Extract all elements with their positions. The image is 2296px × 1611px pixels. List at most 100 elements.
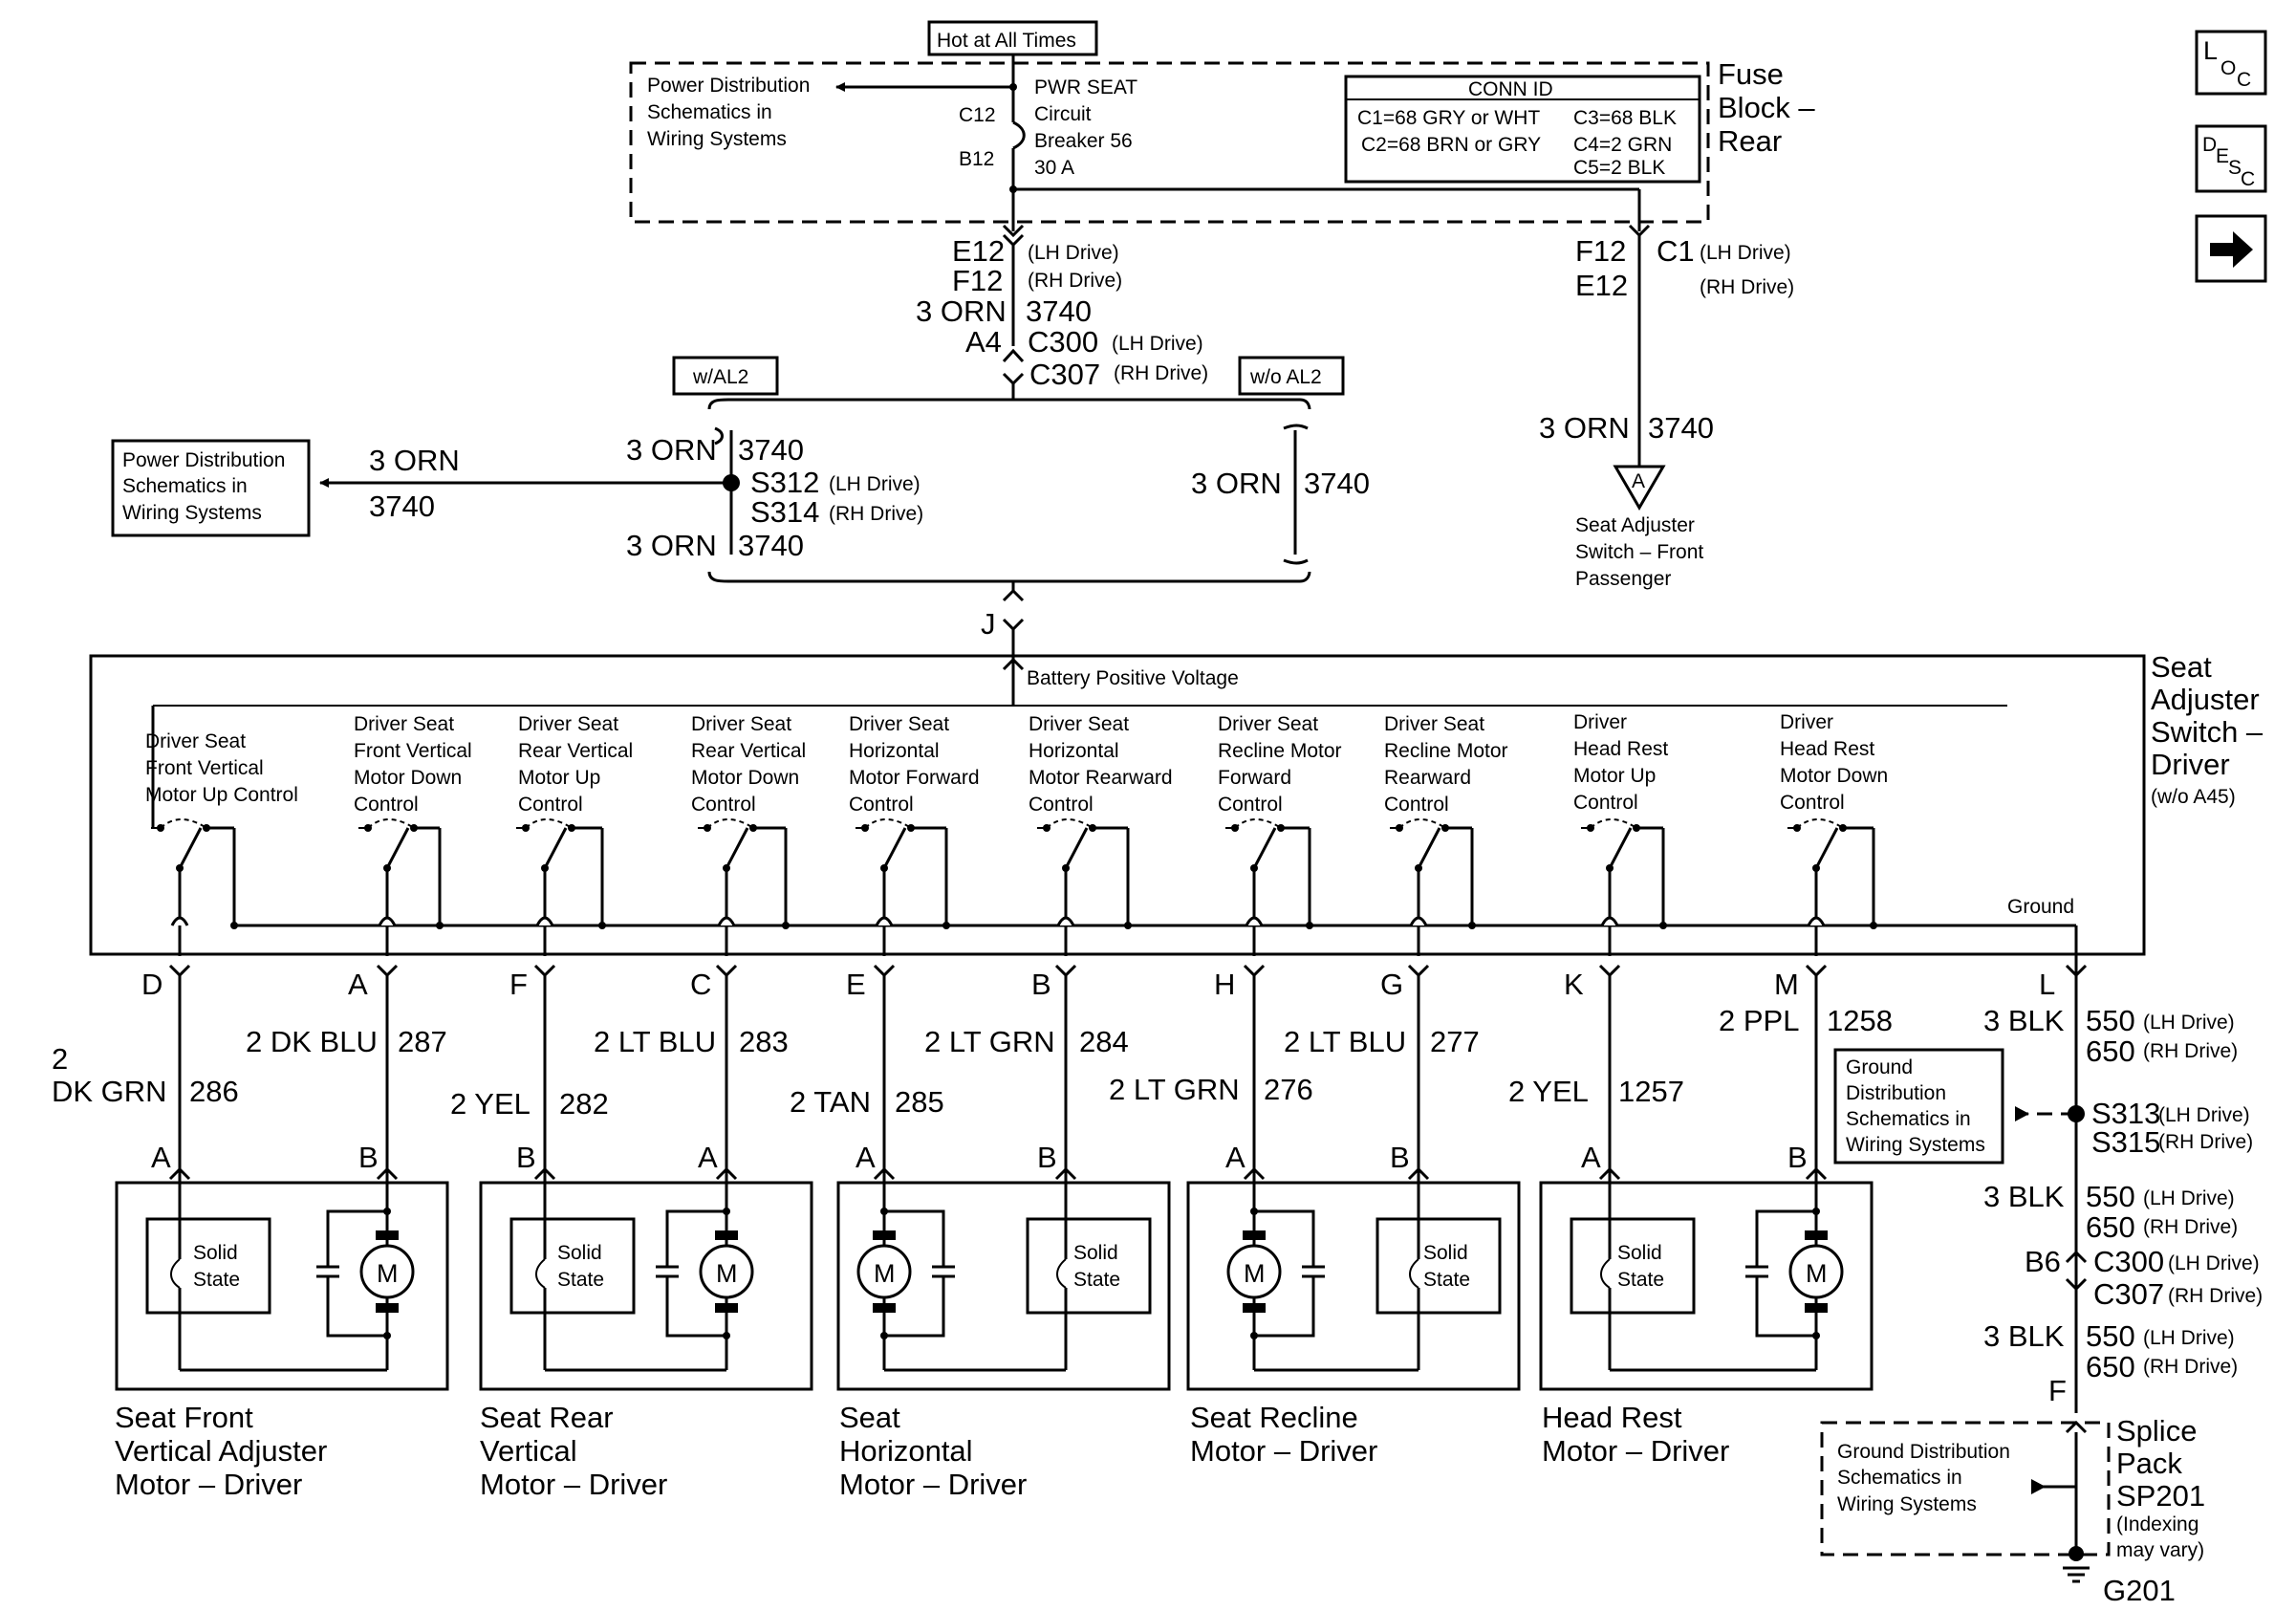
svg-text:(LH Drive): (LH Drive) xyxy=(2168,1252,2260,1274)
svg-text:State: State xyxy=(1617,1269,1664,1291)
svg-text:3 BLK: 3 BLK xyxy=(1983,1180,2065,1213)
svg-text:Driver Seat: Driver Seat xyxy=(518,713,618,735)
svg-text:3740: 3740 xyxy=(1648,411,1714,445)
svg-text:A: A xyxy=(1581,1141,1601,1174)
svg-text:SP201: SP201 xyxy=(2116,1479,2205,1513)
svg-text:Front Vertical: Front Vertical xyxy=(354,740,472,762)
solid-state-module xyxy=(509,1217,636,1315)
ground-distribution-ref-1[interactable]: Ground Distribution Schematics in Wiring… xyxy=(1833,1048,2004,1165)
svg-text:Breaker 56: Breaker 56 xyxy=(1034,130,1133,152)
svg-text:State: State xyxy=(193,1269,240,1291)
svg-text:550: 550 xyxy=(2086,1180,2135,1213)
right-arrow-icon[interactable] xyxy=(2195,214,2267,283)
conn-id-table: CONN ID C1=68 GRY or WHT C3=68 BLK C2=68… xyxy=(1344,75,1701,184)
svg-text:Seat Adjuster: Seat Adjuster xyxy=(1575,514,1695,536)
svg-text:D: D xyxy=(2202,134,2217,156)
switch-label-7: Driver Seat Recline Motor Forward Contro… xyxy=(1218,713,1342,816)
svg-text:(LH Drive): (LH Drive) xyxy=(2143,1012,2235,1034)
svg-text:(LH Drive): (LH Drive) xyxy=(1700,242,1791,264)
power-distribution-ref-top[interactable]: Power Distribution Schematics in Wiring … xyxy=(647,75,810,150)
svg-text:1257: 1257 xyxy=(1618,1075,1684,1108)
motor-box-2 xyxy=(479,1181,813,1391)
svg-text:C300: C300 xyxy=(2093,1245,2164,1278)
svg-text:F: F xyxy=(2048,1374,2067,1407)
svg-text:3 BLK: 3 BLK xyxy=(1983,1004,2065,1037)
solid-state-module xyxy=(1026,1217,1152,1315)
svg-text:2: 2 xyxy=(52,1042,68,1076)
feed-connector-labels: E12 (LH Drive) F12 (RH Drive) 3 ORN 3740… xyxy=(916,234,1208,391)
svg-text:3740: 3740 xyxy=(738,529,804,562)
svg-text:C1=68 GRY or WHT: C1=68 GRY or WHT xyxy=(1357,107,1540,129)
svg-text:Schematics in: Schematics in xyxy=(647,101,772,123)
svg-text:Horizontal: Horizontal xyxy=(849,740,940,762)
svg-text:2 PPL: 2 PPL xyxy=(1719,1004,1799,1037)
svg-text:Head Rest: Head Rest xyxy=(1542,1401,1682,1434)
passenger-switch-ref[interactable]: A Seat Adjuster Switch – Front Passenger xyxy=(1575,465,1703,590)
desc-icon[interactable]: D E S C xyxy=(2195,124,2267,193)
motor-name-4: Seat Recline Motor – Driver xyxy=(1190,1401,1377,1468)
svg-text:A: A xyxy=(151,1141,171,1174)
left-wire-color: 3 ORN xyxy=(369,444,460,477)
splice-s313-labels: S313 (LH Drive) S315 (RH Drive) 3 BLK 55… xyxy=(1983,1097,2263,1407)
svg-text:M: M xyxy=(716,1259,738,1288)
svg-text:S313: S313 xyxy=(2091,1097,2160,1130)
svg-text:(RH Drive): (RH Drive) xyxy=(1028,270,1122,292)
svg-text:B: B xyxy=(1037,1141,1057,1174)
svg-text:C: C xyxy=(2241,168,2255,190)
svg-text:Wiring Systems: Wiring Systems xyxy=(1846,1134,1985,1156)
svg-text:650: 650 xyxy=(2086,1034,2135,1068)
svg-text:Splice: Splice xyxy=(2116,1414,2197,1448)
svg-text:Pack: Pack xyxy=(2116,1447,2182,1480)
svg-text:Motor Forward: Motor Forward xyxy=(849,767,980,789)
svg-text:w/o AL2: w/o AL2 xyxy=(1249,366,1322,388)
svg-text:B: B xyxy=(1390,1141,1410,1174)
svg-text:(RH Drive): (RH Drive) xyxy=(1700,276,1794,298)
svg-text:w/AL2: w/AL2 xyxy=(692,366,748,388)
svg-text:(LH Drive): (LH Drive) xyxy=(829,473,921,495)
svg-text:State: State xyxy=(1423,1269,1470,1291)
svg-text:Seat: Seat xyxy=(2151,650,2212,684)
svg-text:Motor Down: Motor Down xyxy=(1780,765,1888,787)
svg-text:Rear Vertical: Rear Vertical xyxy=(691,740,806,762)
splice-s313-dot xyxy=(2068,1105,2085,1122)
svg-text:A: A xyxy=(1632,470,1645,492)
svg-text:O: O xyxy=(2220,57,2236,79)
motor-icon xyxy=(856,1244,912,1299)
motor-box-1 xyxy=(115,1181,449,1391)
svg-text:283: 283 xyxy=(739,1025,789,1058)
svg-text:Power Distribution: Power Distribution xyxy=(647,75,810,97)
svg-text:Forward: Forward xyxy=(1218,767,1291,789)
svg-text:Vertical Adjuster: Vertical Adjuster xyxy=(115,1434,327,1468)
left-wire-circuit: 3740 xyxy=(369,490,435,523)
svg-text:286: 286 xyxy=(189,1075,239,1108)
svg-text:Rearward: Rearward xyxy=(1384,767,1471,789)
svg-text:Seat: Seat xyxy=(839,1401,900,1434)
svg-text:1258: 1258 xyxy=(1827,1004,1893,1037)
svg-text:E: E xyxy=(2216,145,2229,167)
svg-text:2 DK BLU: 2 DK BLU xyxy=(246,1025,378,1058)
svg-text:Control: Control xyxy=(1029,794,1094,816)
svg-text:C12: C12 xyxy=(959,104,996,126)
svg-text:L: L xyxy=(2203,36,2218,65)
ground-wire-labels: 3 BLK 550 (LH Drive) 650 (RH Drive) xyxy=(1983,1004,2238,1068)
svg-text:(RH Drive): (RH Drive) xyxy=(2158,1131,2253,1153)
svg-text:(LH Drive): (LH Drive) xyxy=(1028,242,1119,264)
svg-text:277: 277 xyxy=(1430,1025,1480,1058)
svg-text:C307: C307 xyxy=(1029,358,1100,391)
svg-text:Control: Control xyxy=(691,794,756,816)
svg-text:A: A xyxy=(856,1141,876,1174)
svg-text:(LH Drive): (LH Drive) xyxy=(2158,1104,2250,1126)
svg-text:Control: Control xyxy=(1218,794,1283,816)
svg-text:(Indexing: (Indexing xyxy=(2116,1513,2199,1535)
svg-text:3 ORN: 3 ORN xyxy=(1539,411,1630,445)
power-distribution-ref-left[interactable]: Power Distribution Schematics in Wiring … xyxy=(111,439,311,537)
loc-icon[interactable]: L O C xyxy=(2195,30,2267,96)
svg-text:Rear: Rear xyxy=(1718,124,1782,158)
svg-text:Motor Up: Motor Up xyxy=(518,767,600,789)
svg-text:M: M xyxy=(1774,968,1799,1001)
ground-distribution-ref-2[interactable]: Ground Distribution Schematics in Wiring… xyxy=(1837,1441,2010,1515)
svg-text:B6: B6 xyxy=(2025,1245,2061,1278)
svg-text:S315: S315 xyxy=(2091,1125,2160,1159)
svg-text:Driver: Driver xyxy=(1573,711,1627,733)
svg-text:Passenger: Passenger xyxy=(1575,568,1671,590)
